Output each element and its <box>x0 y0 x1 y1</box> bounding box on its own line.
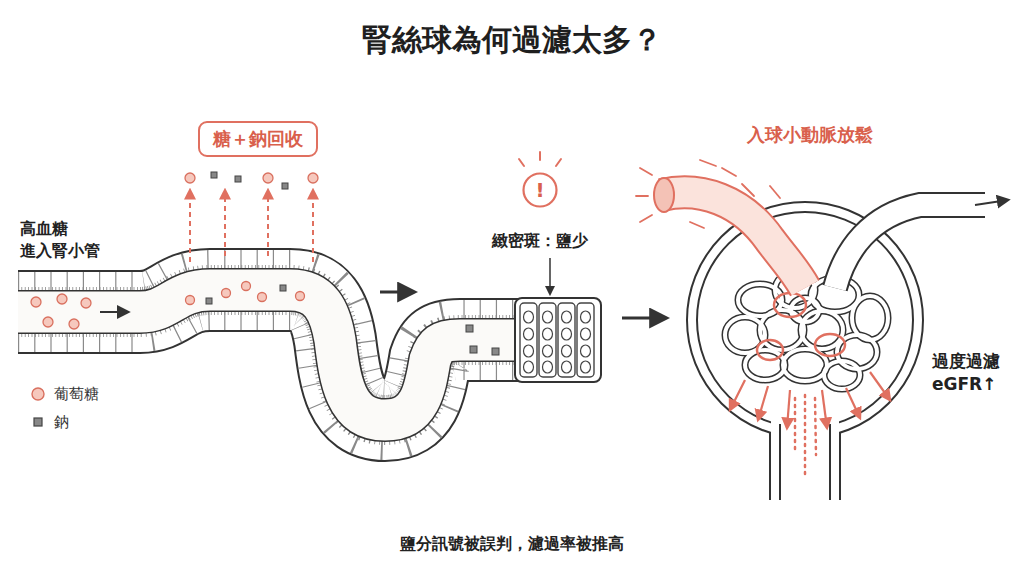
legend-sample <box>30 386 46 402</box>
legend-text: 葡萄糖 <box>54 385 99 404</box>
process-box: 糖＋鈉回收 <box>198 121 318 157</box>
inflow-label: 高血糖 進入腎小管 <box>20 218 112 261</box>
legend-text: 鈉 <box>54 413 69 432</box>
node-text: ! <box>522 178 558 202</box>
legend-sample <box>30 414 46 430</box>
result-label: 過度過濾 eGFR↑ <box>932 350 1008 396</box>
legend: 葡萄糖鈉 <box>30 380 99 436</box>
diagram-caption: 鹽分訊號被誤判，濾過率被推高 <box>400 534 624 555</box>
legend-row: 葡萄糖 <box>30 380 99 408</box>
legend-row: 鈉 <box>30 408 99 436</box>
diagram-title: 腎絲球為何過濾太多？ <box>362 20 662 61</box>
part-label: 緻密斑：鹽少 <box>492 230 588 252</box>
node-text: 糖＋鈉回收 <box>198 128 318 150</box>
callout-label: 入球小動脈放鬆 <box>747 123 873 147</box>
alert-circle: ! <box>522 172 558 208</box>
